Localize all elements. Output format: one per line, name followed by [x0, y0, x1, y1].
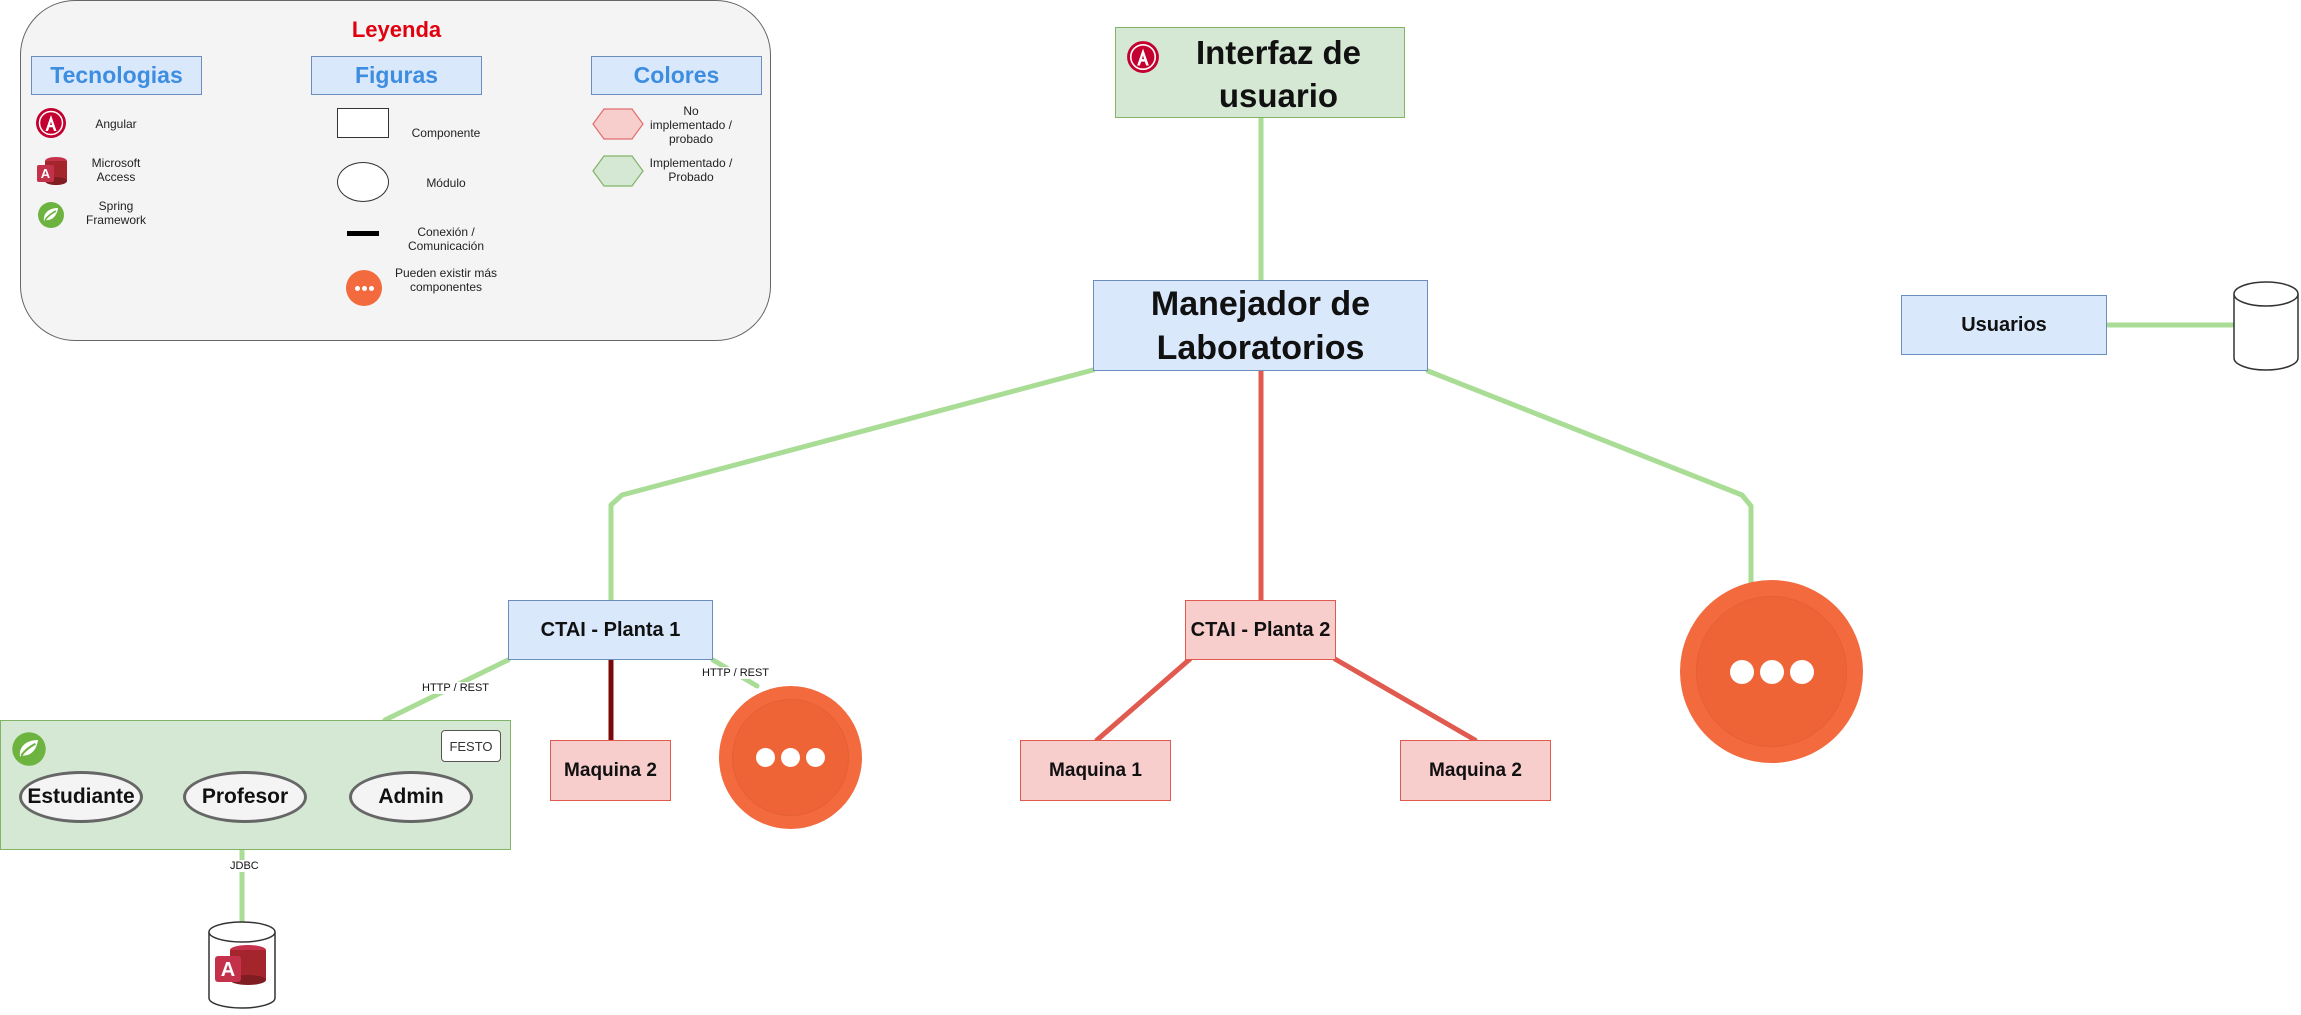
legend-impl-swatch [591, 154, 645, 188]
edge-manager-more [1425, 368, 1754, 593]
legend-shape-connection-label: Conexión / Comunicación [407, 225, 485, 253]
edge-manager-plant1 [608, 367, 1096, 603]
legend-color-not-impl-label: No implementado / probado [649, 104, 733, 146]
angular-icon [35, 107, 67, 139]
node-user-interface-label: Interfaz de usuario [1195, 33, 1362, 114]
spring-icon [37, 201, 65, 229]
legend-not-impl-swatch [591, 107, 645, 141]
access-database-icon: A [207, 920, 277, 1010]
module-student[interactable]: Estudiante [19, 771, 143, 823]
node-plant-2[interactable]: CTAI - Planta 2 [1185, 600, 1336, 660]
svg-text:A: A [221, 959, 235, 981]
edge-label-jdbc: JDBC [228, 860, 261, 872]
node-users[interactable]: Usuarios [1901, 295, 2107, 355]
edge-plant2-machine2 [1332, 656, 1478, 743]
node-plant1-machine-2[interactable]: Maquina 2 [550, 740, 671, 801]
angular-icon [1126, 40, 1160, 74]
module-admin[interactable]: Admin [349, 771, 473, 823]
svg-text:A: A [41, 166, 51, 181]
node-plant-1[interactable]: CTAI - Planta 1 [508, 600, 713, 660]
festo-tag: FESTO [441, 730, 501, 762]
legend-title: Leyenda [351, 17, 442, 42]
legend-shape-more-label: Pueden existir más componentes [394, 266, 498, 294]
legend-color-impl-label: Implementado / Probado [649, 156, 733, 184]
legend-header-tech: Tecnologias [31, 56, 202, 95]
festo-component[interactable]: FESTO Estudiante Profesor Admin [0, 720, 511, 850]
edge-label-http-rest-more: HTTP / REST [700, 667, 772, 679]
legend-component-shape [337, 108, 389, 138]
more-components-manager-icon [1680, 580, 1863, 763]
spring-icon [11, 731, 47, 767]
legend-tech-spring-label: Spring Framework [85, 199, 146, 227]
legend-module-shape [337, 162, 389, 202]
legend-tech-angular-label: Angular [95, 117, 137, 131]
module-professor[interactable]: Profesor [183, 771, 307, 823]
edge-plant2-machine1 [1094, 656, 1193, 743]
more-icon [346, 270, 382, 306]
legend-tech-access-label: Microsoft Access [91, 156, 141, 184]
legend-header-colors: Colores [591, 56, 762, 95]
edge-label-http-rest-festo: HTTP / REST [420, 682, 492, 694]
legend-panel: Leyenda Tecnologias Figuras Colores Angu… [20, 0, 771, 341]
node-plant2-machine-2[interactable]: Maquina 2 [1400, 740, 1551, 801]
node-user-interface[interactable]: Interfaz de usuario [1115, 27, 1405, 118]
database-icon [2232, 280, 2300, 372]
node-plant2-machine-1[interactable]: Maquina 1 [1020, 740, 1171, 801]
legend-header-shapes: Figuras [311, 56, 482, 95]
legend-shape-component-label: Componente [411, 126, 481, 140]
legend-shape-module-label: Módulo [426, 176, 466, 190]
legend-connection-shape [347, 231, 379, 236]
node-lab-manager[interactable]: Manejador de Laboratorios [1093, 280, 1428, 371]
more-components-plant1-icon [719, 686, 862, 829]
access-icon: A [35, 155, 69, 187]
